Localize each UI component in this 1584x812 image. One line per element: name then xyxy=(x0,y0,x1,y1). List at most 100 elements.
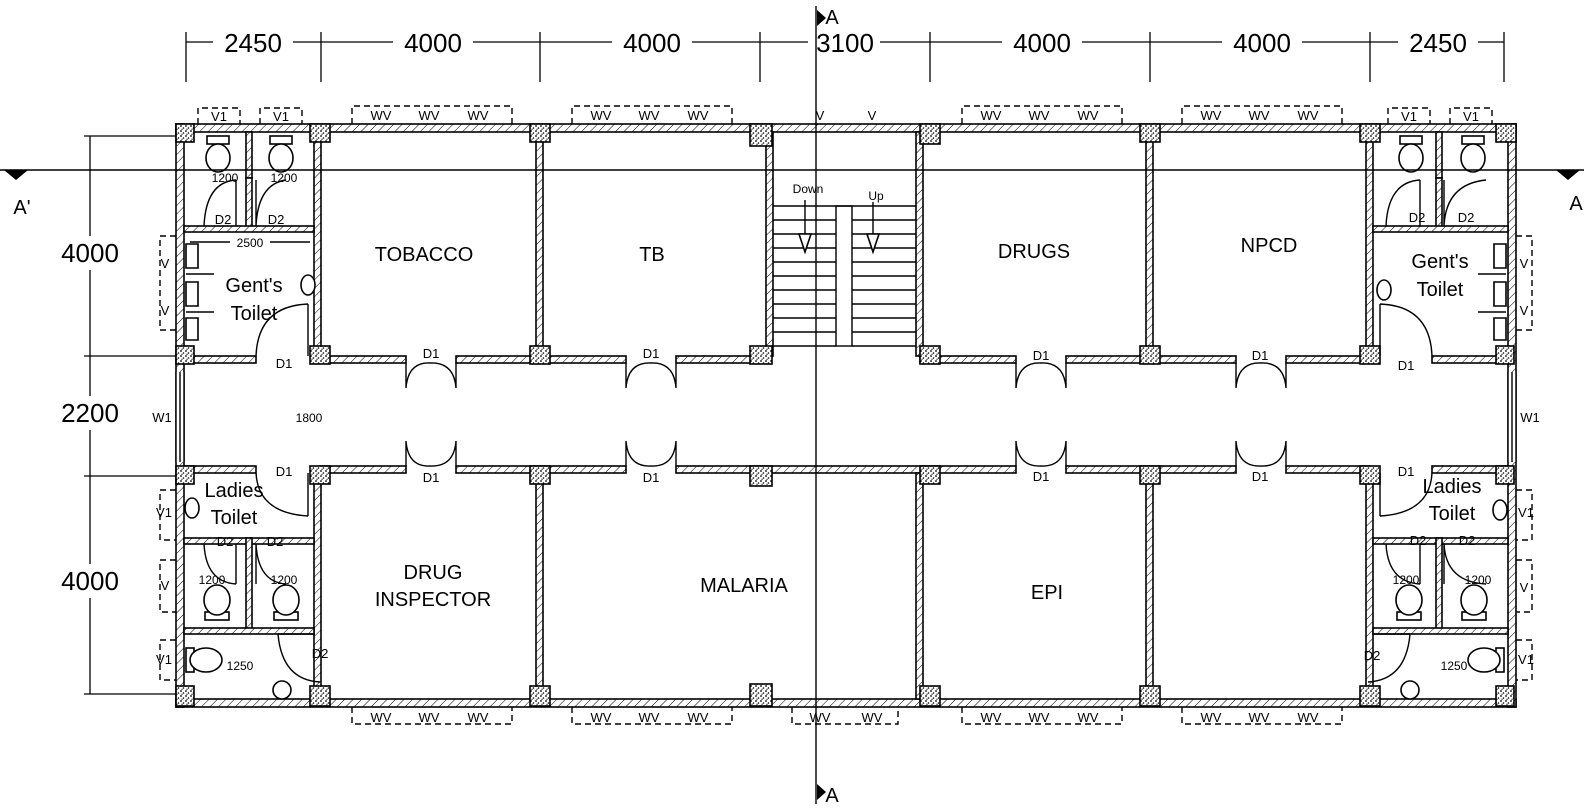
window-label: WV xyxy=(1029,710,1050,725)
window-label-w1: W1 xyxy=(152,410,172,425)
staircase: Down Up xyxy=(773,182,916,347)
room-drug-inspector: DRUG xyxy=(404,562,463,584)
stair-up-label: Up xyxy=(868,189,884,203)
partition-walls xyxy=(183,131,1509,700)
door-label: D2 xyxy=(268,212,285,227)
room-gents-toilet: Gent's xyxy=(1411,251,1468,273)
toilet-fixtures xyxy=(184,135,1508,700)
door-label: D2 xyxy=(1410,533,1427,548)
dim-top-4: 3100 xyxy=(816,28,874,58)
room-malaria: MALARIA xyxy=(700,575,788,597)
top-dimension-chain: 2450 4000 4000 3100 4000 4000 2450 xyxy=(185,26,1505,82)
dim-top-2: 4000 xyxy=(404,28,462,58)
dim-cubicle: 1200 xyxy=(271,171,298,185)
room-labels: TOBACCO TB DRUGS NPCD DRUG INSPECTOR MAL… xyxy=(205,235,1482,611)
section-marker-a-prime-right: A xyxy=(1569,193,1583,215)
bottom-windows: WV WV WV WV WV WV WV WV WV WV WV WV WV W… xyxy=(351,707,1343,725)
door-label: D1 xyxy=(1398,464,1415,479)
dim-top-6: 4000 xyxy=(1233,28,1291,58)
window-label: WV xyxy=(1201,710,1222,725)
window-label: WV xyxy=(468,710,489,725)
window-label: WV xyxy=(1249,710,1270,725)
dim-corridor-door: 1800 xyxy=(296,411,323,425)
door-label: D2 xyxy=(1458,210,1475,225)
window-label: WV xyxy=(1078,710,1099,725)
dim-top-5: 4000 xyxy=(1013,28,1071,58)
room-ladies-toilet: Toilet xyxy=(211,507,258,529)
window-label: WV xyxy=(688,108,709,123)
window-label: V1 xyxy=(1463,109,1479,124)
room-epi: EPI xyxy=(1031,582,1063,604)
window-label: WV xyxy=(1078,108,1099,123)
columns xyxy=(175,123,1517,707)
window-label: WV xyxy=(468,108,489,123)
window-label: WV xyxy=(1029,108,1050,123)
door-label: D1 xyxy=(276,356,293,371)
window-label: WV xyxy=(591,108,612,123)
window-label: V xyxy=(1520,256,1529,271)
window-label: WV xyxy=(981,710,1002,725)
window-label: V xyxy=(161,256,170,271)
window-label: V1 xyxy=(156,505,172,520)
door-label: D2 xyxy=(1364,648,1381,663)
window-label: WV xyxy=(1298,108,1319,123)
section-lines: A A A' A xyxy=(0,6,1584,807)
window-label: WV xyxy=(1298,710,1319,725)
corridor-walls xyxy=(183,355,1509,474)
doors xyxy=(203,179,1487,683)
window-label: V xyxy=(1520,580,1529,595)
dim-small-toilet: 1250 xyxy=(227,659,254,673)
dim-top-7: 2450 xyxy=(1409,28,1467,58)
internal-dimensions: 2500 1200 1200 1200 1200 1200 1200 1800 … xyxy=(190,171,1492,673)
window-label: WV xyxy=(371,108,392,123)
window-label: V1 xyxy=(273,109,289,124)
door-label: D1 xyxy=(1033,348,1050,363)
outer-walls xyxy=(175,123,1517,708)
section-marker-a-top: A xyxy=(825,7,839,29)
window-label: V xyxy=(1520,303,1529,318)
room-gents-toilet: Gent's xyxy=(225,275,282,297)
room-tb: TB xyxy=(639,244,665,266)
side-windows: V V V1 V V1 W1 V V V1 V V1 W1 xyxy=(152,235,1540,681)
room-ladies-toilet: Ladies xyxy=(205,480,264,502)
door-label: D1 xyxy=(276,464,293,479)
window-label: WV xyxy=(591,710,612,725)
dim-left-2: 2200 xyxy=(61,398,119,428)
door-label: D2 xyxy=(215,212,232,227)
top-windows: V1 V1 WV WV WV WV WV WV V V WV WV WV WV … xyxy=(197,105,1493,124)
door-label: D1 xyxy=(643,470,660,485)
window-label: V xyxy=(816,108,825,123)
window-label: V1 xyxy=(156,652,172,667)
window-label: WV xyxy=(810,710,831,725)
section-marker-a-bottom: A xyxy=(825,785,839,807)
window-label: WV xyxy=(688,710,709,725)
dim-left-1: 4000 xyxy=(61,238,119,268)
window-label: WV xyxy=(1201,108,1222,123)
dim-partition: 2500 xyxy=(237,236,264,250)
window-label: V xyxy=(868,108,877,123)
window-label: WV xyxy=(419,710,440,725)
window-label: V1 xyxy=(1518,505,1534,520)
door-label: D1 xyxy=(1252,348,1269,363)
window-label: WV xyxy=(981,108,1002,123)
room-npcd: NPCD xyxy=(1241,235,1298,257)
dim-cubicle: 1200 xyxy=(212,171,239,185)
door-label: D1 xyxy=(423,346,440,361)
window-label: V1 xyxy=(211,109,227,124)
window-label: WV xyxy=(371,710,392,725)
section-marker-a-prime-left: A' xyxy=(13,197,30,219)
window-label-w1: W1 xyxy=(1520,410,1540,425)
dim-left-3: 4000 xyxy=(61,566,119,596)
dim-small-toilet: 1250 xyxy=(1441,659,1468,673)
dim-top-3: 4000 xyxy=(623,28,681,58)
dim-cubicle: 1200 xyxy=(1393,573,1420,587)
room-tobacco: TOBACCO xyxy=(375,244,474,266)
room-drugs: DRUGS xyxy=(998,241,1070,263)
window-label: V xyxy=(161,578,170,593)
window-label: WV xyxy=(639,108,660,123)
door-label: D2 xyxy=(217,534,234,549)
dim-cubicle: 1200 xyxy=(199,573,226,587)
door-label: D1 xyxy=(1398,358,1415,373)
window-label: V1 xyxy=(1518,652,1534,667)
